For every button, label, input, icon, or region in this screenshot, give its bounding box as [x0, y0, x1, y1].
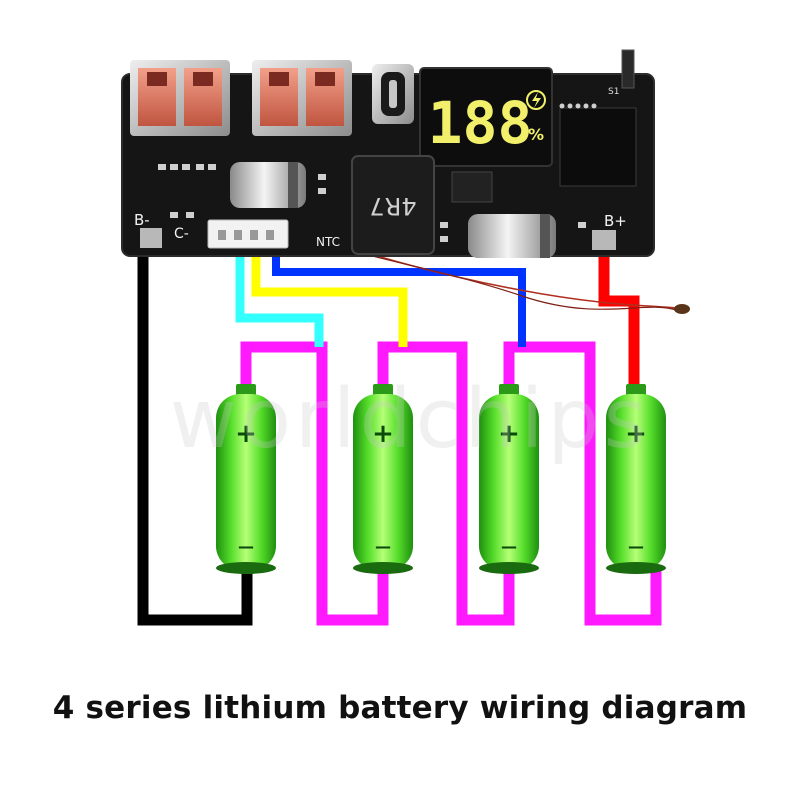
- label-c-minus: C-: [174, 226, 189, 242]
- battery-1: + —: [216, 384, 276, 574]
- battery-2-plus: +: [372, 419, 394, 449]
- magenta-wire-1: [240, 341, 389, 626]
- usb-port-1: [130, 60, 230, 136]
- label-b-plus: B+: [604, 212, 627, 230]
- led-display: 188 %: [419, 67, 553, 167]
- smd-components: [158, 164, 586, 242]
- display-digits: 188: [428, 89, 533, 157]
- charger-board: 188 % S1 4R7: [121, 49, 655, 258]
- ic-pins: [559, 103, 597, 109]
- display-percent: %: [528, 125, 544, 144]
- battery-2-minus: —: [375, 537, 391, 556]
- label-ntc: NTC: [316, 235, 340, 249]
- balance-connector: [207, 219, 289, 249]
- pad-b-plus: [592, 230, 616, 250]
- usb-c-port: [372, 64, 414, 124]
- battery-4-plus: +: [625, 419, 647, 449]
- black-wire-b-minus: [137, 248, 253, 626]
- battery-4: + —: [606, 384, 666, 574]
- battery-3-minus: —: [501, 537, 517, 556]
- diagram-caption: 4 series lithium battery wiring diagram: [52, 690, 748, 726]
- yellow-wire: [251, 252, 408, 347]
- battery-3: + —: [479, 384, 539, 574]
- magenta-wire-2: [377, 341, 515, 626]
- blue-wire: [272, 252, 526, 347]
- wires: [137, 235, 690, 626]
- lightning-icon: [526, 90, 546, 110]
- capacitor-2: [468, 214, 556, 258]
- inductor: 4R7: [351, 155, 435, 255]
- red-wire-b-plus: [598, 250, 640, 390]
- battery-3-plus: +: [498, 419, 520, 449]
- inductor-label: 4R7: [369, 192, 416, 220]
- pad-b-minus: [140, 228, 162, 248]
- capacitor-1: [230, 162, 306, 208]
- battery-1-minus: —: [238, 537, 254, 556]
- ic-chip: [559, 107, 637, 187]
- battery-2: + —: [353, 384, 413, 574]
- battery-4-minus: —: [628, 537, 644, 556]
- cyan-wire: [235, 252, 324, 347]
- label-b-minus: B-: [134, 211, 150, 229]
- lightning-bolt: [532, 92, 541, 108]
- slide-switch: [621, 49, 635, 89]
- ntc-thermistor: [674, 304, 690, 314]
- label-s1: S1: [608, 87, 619, 97]
- magenta-wire-3: [503, 341, 662, 626]
- battery-1-plus: +: [235, 419, 257, 449]
- usb-port-2: [252, 60, 352, 136]
